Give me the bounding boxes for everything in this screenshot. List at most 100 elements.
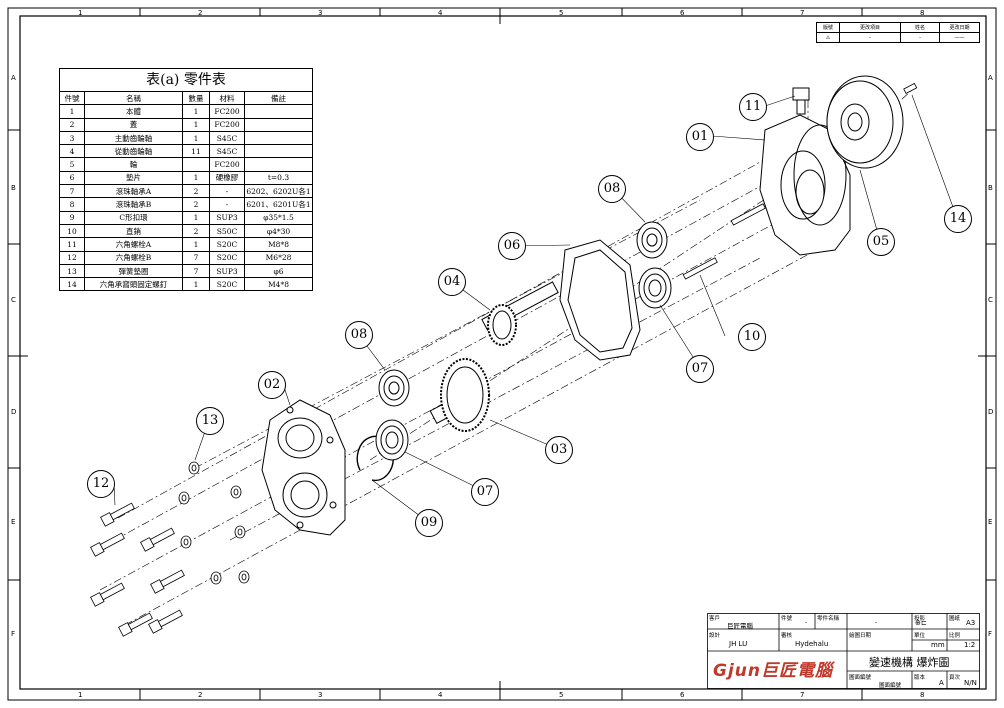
- cell-name: 滾珠軸承B: [84, 197, 183, 212]
- cell-qty: 11: [182, 144, 210, 159]
- cell-remarks: [244, 130, 313, 146]
- zone-row-a-right: A: [988, 74, 993, 82]
- balloon-05: 05: [867, 228, 895, 256]
- title-block-grid: [707, 613, 980, 689]
- zone-col-5-bottom: 5: [559, 691, 564, 699]
- cell-material: 硬橡膠: [209, 170, 245, 186]
- rev-header-item: 更改項目: [839, 22, 901, 33]
- cell-remarks: t=0.3: [244, 170, 313, 186]
- bearing-b-left: [378, 369, 410, 407]
- zone-col-2: 2: [198, 9, 203, 17]
- page-value: N/N: [964, 679, 977, 687]
- rev-header-date: 更改日期: [939, 22, 980, 33]
- balloon-10: 10: [738, 323, 766, 351]
- cell-qty: 7: [182, 263, 210, 279]
- revision-table: 版號 更改項目 姓名 更改日期 ⚠ - - ——: [816, 22, 980, 43]
- cell-qty: 1: [182, 237, 210, 252]
- parts-table-title: 表(a) 零件表: [59, 68, 313, 91]
- zone-row-b: B: [11, 184, 16, 192]
- balloon-09: 09: [415, 509, 443, 537]
- cell-name: 主動齒輪軸: [84, 130, 183, 146]
- zone-col-7-bottom: 7: [800, 691, 805, 699]
- zone-col-3: 3: [318, 9, 323, 17]
- header-material: 材料: [209, 90, 245, 106]
- cell-name: 六角承窩頭固定螺釘: [84, 277, 183, 292]
- part-no-value: -: [805, 619, 808, 626]
- sheet-size-label: 圖紙: [949, 616, 961, 622]
- cell-item-no: 9: [59, 210, 85, 225]
- version-value: A: [939, 679, 944, 687]
- cell-item-no: 7: [59, 184, 85, 199]
- cell-remarks: 6201、6201U各1: [244, 197, 313, 212]
- cell-material: -: [209, 184, 245, 199]
- gasket-part: [559, 239, 641, 361]
- rev-header-version: 版號: [816, 22, 840, 33]
- cell-name: 直銷: [84, 223, 183, 239]
- cell-material: S20C: [209, 277, 245, 292]
- designer-value: JH LU: [729, 640, 748, 648]
- cell-material: FC200: [209, 157, 245, 172]
- zone-col-8-bottom: 8: [920, 691, 925, 699]
- checker-value: Hydehalu: [795, 640, 829, 648]
- cell-item-no: 14: [59, 277, 85, 292]
- part-name-label: 零件名稱: [817, 616, 840, 622]
- rev-name-value: -: [900, 32, 940, 43]
- cell-item-no: 2: [59, 117, 85, 132]
- balloon-11: 11: [739, 93, 767, 121]
- body-part: [759, 114, 851, 256]
- title-block: 客戶 巨匠電腦 件號 - 零件名稱 - 投影 ⊕⊏ 圖紙 A3 設計 JH LU…: [707, 613, 980, 689]
- cell-name: 輪: [84, 157, 183, 172]
- cell-remarks: [244, 104, 313, 119]
- balloon-07-right: 07: [686, 355, 714, 383]
- cell-material: SUP3: [209, 210, 245, 225]
- driven-gear-shaft: [481, 281, 559, 346]
- balloon-14: 14: [944, 205, 972, 233]
- balloon-06: 06: [498, 232, 526, 260]
- zone-col-8: 8: [920, 9, 925, 17]
- cell-name: 六角螺栓B: [84, 250, 183, 265]
- cell-name: 本體: [84, 104, 183, 119]
- balloon-12: 12: [87, 470, 115, 498]
- zone-row-f: F: [11, 630, 16, 638]
- header-name: 名稱: [84, 90, 183, 106]
- rev-item-value: -: [839, 32, 901, 43]
- zone-row-c: C: [11, 296, 16, 304]
- wheel-part: [826, 75, 904, 169]
- balloon-03: 03: [545, 436, 573, 464]
- cell-qty: 1: [182, 170, 210, 186]
- cell-qty: 2: [182, 223, 210, 239]
- cell-remarks: M4*8: [244, 277, 313, 292]
- cell-item-no: 6: [59, 170, 85, 186]
- drawing-no-label: 圖面編號: [849, 675, 872, 681]
- top-bolt: [792, 87, 810, 115]
- cell-name: 六角螺栓A: [84, 237, 183, 252]
- zone-row-e-right: E: [988, 518, 993, 526]
- parts-table-header-row: 件號 名稱 數量 材料 備註: [59, 90, 313, 106]
- cell-item-no: 11: [59, 237, 85, 252]
- cell-qty: 1: [182, 130, 210, 146]
- bearing-a-left: [375, 419, 409, 461]
- zone-col-1-bottom: 1: [78, 691, 83, 699]
- cover-part: [261, 399, 346, 536]
- zone-col-6: 6: [680, 9, 685, 17]
- drawing-title: 變速機構 爆炸圖: [869, 656, 950, 669]
- zone-col-4: 4: [438, 9, 443, 17]
- cell-material: -: [209, 197, 245, 212]
- zone-col-6-bottom: 6: [680, 691, 685, 699]
- cell-qty: 7: [182, 250, 210, 265]
- designer-label: 設計: [709, 633, 721, 639]
- balloon-08-left: 08: [345, 321, 373, 349]
- customer-value: 巨匠電腦: [727, 622, 753, 630]
- zone-row-e: E: [11, 518, 16, 526]
- cell-item-no: 3: [59, 130, 85, 146]
- zone-col-3-bottom: 3: [318, 691, 323, 699]
- zone-col-4-bottom: 4: [438, 691, 443, 699]
